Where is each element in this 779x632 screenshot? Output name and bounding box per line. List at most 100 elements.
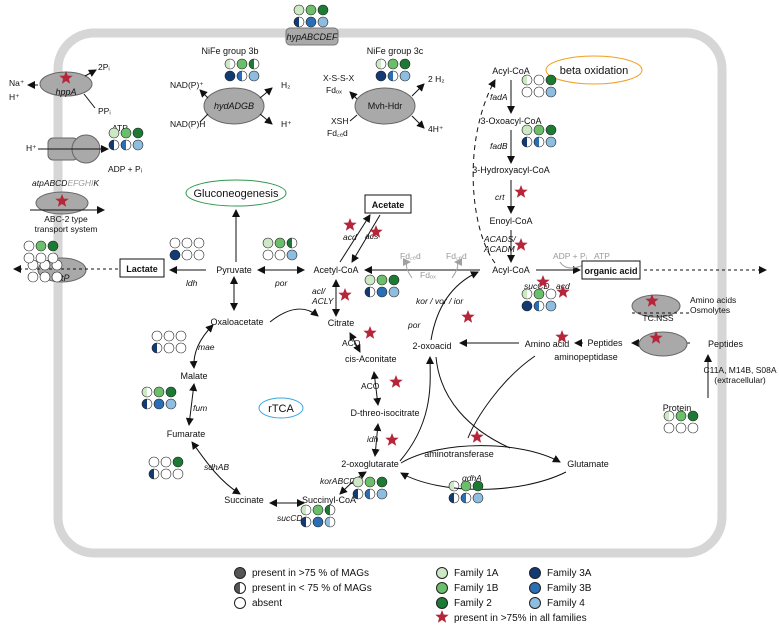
- legend-star-shape: [435, 610, 449, 623]
- pyruvate-label: Pyruvate: [216, 265, 252, 275]
- presence-circle: [169, 249, 181, 261]
- presence-circle: [376, 274, 388, 286]
- fdred-3c-label: Fd꜀ₑd: [327, 128, 348, 138]
- lactate-label: Lactate: [126, 264, 158, 274]
- half-presence-mark: [461, 493, 466, 503]
- acd-label: acd: [343, 232, 357, 242]
- legend-family-3b: Family 3B: [547, 583, 592, 594]
- family-1a-swatch-icon: [436, 567, 448, 579]
- presence-circle: [262, 249, 274, 261]
- presence-circle: [687, 410, 699, 422]
- presence-circle: [521, 124, 533, 136]
- nadph-label: NAD(P)H: [170, 119, 205, 129]
- hplus2-label: H⁺: [26, 143, 37, 153]
- gdha-label: gdhA: [462, 473, 482, 483]
- presence-circle: [248, 70, 260, 82]
- 2-oxoglutarate-label: 2-oxoglutarate: [341, 459, 399, 469]
- gene-presence-grid: [375, 58, 411, 82]
- presence-circle: [262, 237, 274, 249]
- presence-star-icon: [645, 294, 659, 307]
- presence-circle: [545, 300, 557, 312]
- legend-star-icon: [435, 610, 449, 623]
- presence-circle: [224, 70, 236, 82]
- presence-circle: [472, 492, 484, 504]
- presence-circle: [317, 4, 329, 16]
- presence-circle: [521, 86, 533, 98]
- presence-circle: [35, 240, 47, 252]
- presence-circle: [375, 58, 387, 70]
- presence-circle: [153, 386, 165, 398]
- presence-circle: [448, 480, 460, 492]
- adp-right-label: ADP + Pᵢ: [553, 251, 587, 261]
- legend-half-circle-icon: [234, 582, 246, 594]
- atp-left-label: ATP: [112, 123, 128, 133]
- presence-circle: [236, 58, 248, 70]
- cell-membrane: [53, 28, 727, 558]
- 4h-label: 4H⁺: [428, 124, 444, 134]
- presence-circle: [687, 422, 699, 434]
- proteases-label: C11A, M14B, S08A(extracellular): [703, 365, 776, 385]
- rtca-label: rTCA: [268, 403, 294, 415]
- presence-circle: [472, 480, 484, 492]
- peptide-transporter: [638, 331, 688, 357]
- acads-label: ACADS/ACADM: [483, 234, 517, 254]
- presence-circle: [324, 516, 336, 528]
- presence-star-icon: [385, 433, 399, 446]
- citrate-label: Citrate: [328, 318, 355, 328]
- presence-circle: [274, 237, 286, 249]
- presence-circle: [293, 16, 305, 28]
- malate-label: Malate: [180, 371, 207, 381]
- presence-star-icon: [338, 288, 352, 301]
- presence-circle: [399, 58, 411, 70]
- 2h2-label: 2 H₂: [428, 74, 445, 84]
- acetate-box: [364, 194, 412, 214]
- presence-star-icon: [363, 326, 377, 339]
- hyp-label: hypABCDEF: [286, 32, 338, 42]
- acylcoa-label: Acyl-CoA: [492, 265, 530, 275]
- presence-star-icon: [649, 331, 663, 344]
- legend-full-circle-icon: [234, 567, 246, 579]
- legend-family-2: Family 2: [454, 598, 492, 609]
- presence-circle: [23, 252, 35, 264]
- presence-circle: [352, 488, 364, 500]
- organic-acid-box: [581, 260, 641, 280]
- xsh-label: XSH: [331, 116, 348, 126]
- presence-circle: [193, 249, 205, 261]
- presence-circle: [675, 410, 687, 422]
- presence-star-icon: [555, 330, 569, 343]
- gene-presence-grid: [108, 127, 144, 151]
- presence-circle: [312, 516, 324, 528]
- presence-circle: [169, 237, 181, 249]
- succinylcoa-label: Succinyl-CoA: [302, 495, 356, 505]
- gene-presence-grid: [364, 274, 400, 298]
- presence-circle: [533, 300, 545, 312]
- family-3b-swatch-icon: [529, 582, 541, 594]
- presence-circle: [305, 4, 317, 16]
- half-presence-mark: [325, 505, 330, 515]
- presence-circle: [663, 410, 675, 422]
- lactate-box: [119, 258, 165, 278]
- na-label: Na⁺: [9, 78, 25, 88]
- presence-circle: [120, 139, 132, 151]
- legend-family-1b: Family 1B: [454, 583, 499, 594]
- peptides-out-label: Peptides: [708, 339, 744, 349]
- mae-label: mae: [198, 342, 215, 352]
- rtca-oval: [258, 397, 304, 419]
- gluconeogenesis-oval: [185, 179, 287, 207]
- presence-star-icon: [389, 375, 403, 388]
- presence-circle: [120, 127, 132, 139]
- half-presence-mark: [522, 75, 527, 85]
- presence-star-icon: [470, 430, 484, 443]
- tcnss-label: TC.NSS: [642, 313, 674, 323]
- crt-label: crt: [495, 192, 505, 202]
- gene-presence-grid: [148, 456, 184, 480]
- gene-presence-grid: [521, 74, 557, 98]
- presence-circle: [545, 86, 557, 98]
- protein-label: Protein: [663, 403, 692, 413]
- presence-circle: [324, 504, 336, 516]
- presence-circle: [305, 16, 317, 28]
- beta-oxidation-oval: [545, 55, 643, 85]
- presence-circle: [352, 476, 364, 488]
- 3-hydroxyacyl-label: 3-Hydroxyacyl-CoA: [472, 165, 550, 175]
